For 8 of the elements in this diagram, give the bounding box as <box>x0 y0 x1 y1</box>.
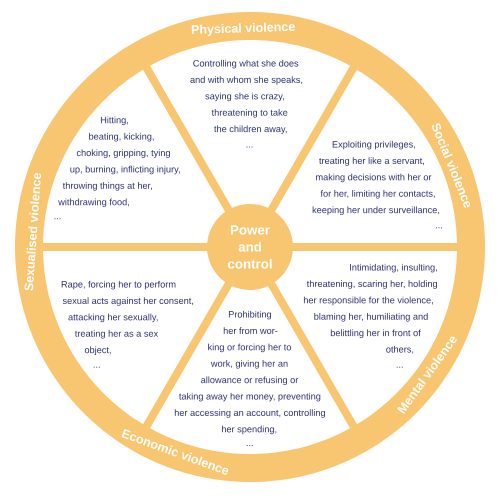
node-label: ... <box>436 227 442 228</box>
node-label: ... <box>396 366 403 368</box>
node-label: ... <box>246 146 253 148</box>
ring-label: Physical violence <box>192 22 295 36</box>
node-label: ... <box>94 366 100 368</box>
node-label: ... <box>246 445 253 446</box>
ring-label: Sexualised violence <box>24 173 42 291</box>
node-label: ... <box>54 218 60 220</box>
